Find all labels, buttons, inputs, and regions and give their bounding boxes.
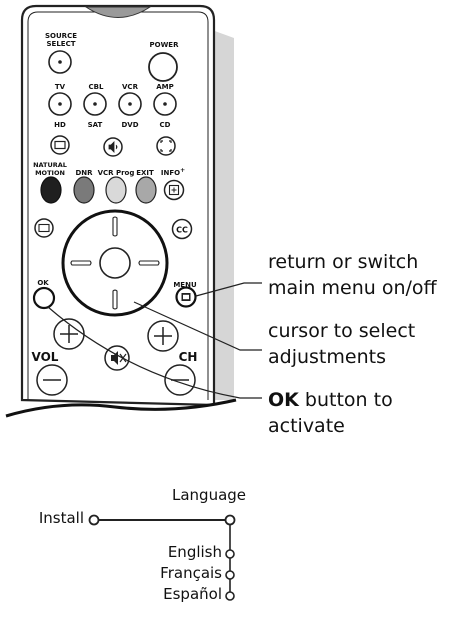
menu-tree-item-espanol: Español bbox=[163, 585, 222, 603]
volume-up-plus-icon bbox=[60, 325, 78, 343]
sat-label: SAT bbox=[88, 121, 103, 129]
menu-tree-root-label: Install bbox=[38, 509, 84, 527]
exit-button[interactable] bbox=[135, 176, 157, 204]
ok-callout-rest: button to bbox=[298, 389, 393, 411]
format-icon bbox=[54, 140, 66, 150]
ch-label: CH bbox=[179, 350, 198, 364]
menu-small-label: MENU bbox=[173, 281, 197, 289]
picture-icon bbox=[38, 223, 50, 233]
power-button[interactable] bbox=[148, 52, 178, 82]
menu-tree-item-english: English bbox=[167, 543, 222, 561]
zoom-icon bbox=[160, 140, 172, 152]
tv-label: TV bbox=[55, 83, 66, 91]
natural-motion-button[interactable] bbox=[40, 176, 62, 204]
cc-label: CC bbox=[176, 226, 188, 235]
amp-label: AMP bbox=[156, 83, 174, 91]
menu-callout-line-2: main menu on/off bbox=[268, 277, 437, 299]
cursor-callout-line bbox=[133, 301, 262, 351]
format-button[interactable] bbox=[50, 135, 70, 155]
ok-button[interactable] bbox=[32, 286, 56, 310]
hd-label: HD bbox=[54, 121, 66, 129]
menu-tree-header-label: Language bbox=[172, 486, 247, 504]
picture-button[interactable] bbox=[34, 218, 54, 238]
cursor-callout-line-1: cursor to select bbox=[268, 320, 416, 342]
cc-button[interactable] bbox=[171, 218, 193, 240]
vcr-label: VCR bbox=[122, 83, 139, 91]
natural-motion-label-2: MOTION bbox=[35, 169, 65, 177]
cursor-callout-line-2: adjustments bbox=[268, 346, 386, 368]
info-label-text: INFO bbox=[161, 169, 180, 177]
info-box-icon bbox=[168, 184, 180, 196]
remote-cut-mask bbox=[0, 400, 240, 460]
cursor-left-icon bbox=[70, 260, 92, 266]
info-plus-icon bbox=[171, 187, 177, 193]
tv-dot-icon bbox=[58, 102, 62, 106]
cd-label: CD bbox=[160, 121, 171, 129]
cursor-up-icon bbox=[112, 216, 118, 237]
cursor-center-ring bbox=[99, 247, 131, 279]
vcr-prog-label: VCR Prog bbox=[98, 169, 135, 177]
source-select-label-2: SELECT bbox=[47, 40, 76, 48]
vcr-prog-button[interactable] bbox=[105, 176, 127, 204]
source-select-label-1: SOURCE bbox=[45, 32, 77, 40]
power-label: POWER bbox=[150, 41, 180, 49]
zoom-button[interactable] bbox=[156, 136, 176, 156]
vcr-dot-icon bbox=[128, 102, 132, 106]
source-select-dot-icon bbox=[58, 60, 62, 64]
menu-screen-inner-icon bbox=[183, 294, 189, 300]
menu-tree-node-english bbox=[225, 549, 235, 559]
speaker-icon bbox=[108, 141, 118, 153]
ok-callout-bold: OK bbox=[268, 389, 299, 411]
menu-callout-line bbox=[195, 282, 262, 297]
cbl-dot-icon bbox=[93, 102, 97, 106]
vol-label: VOL bbox=[32, 350, 59, 364]
ok-callout-line-2: activate bbox=[268, 415, 345, 437]
menu-tree-item-francais: Français bbox=[160, 564, 222, 582]
ok-callout: OK button to activate bbox=[268, 387, 393, 439]
dnr-label: DNR bbox=[75, 169, 93, 177]
remote-shadow bbox=[212, 30, 234, 400]
cursor-right-icon bbox=[138, 260, 160, 266]
ok-callout-line bbox=[47, 306, 262, 399]
channel-up-plus-icon bbox=[154, 327, 172, 345]
menu-tree-node-francais bbox=[225, 570, 235, 580]
cursor-callout: cursor to select adjustments bbox=[268, 318, 415, 370]
remote-cut-edge bbox=[5, 398, 237, 418]
amp-dot-icon bbox=[163, 102, 167, 106]
menu-tree-root-node bbox=[88, 514, 100, 526]
menu-tree-node-espanol bbox=[225, 591, 235, 601]
cursor-down-icon bbox=[112, 289, 118, 310]
menu-tree-header-node bbox=[224, 514, 236, 526]
cbl-label: CBL bbox=[89, 83, 104, 91]
menu-callout-line-1: return or switch bbox=[268, 251, 419, 273]
info-label: INFO+ bbox=[161, 167, 185, 177]
remote-top-notch bbox=[84, 6, 152, 18]
info-label-sup: + bbox=[180, 167, 185, 174]
ok-small-label: OK bbox=[37, 279, 49, 287]
dvd-label: DVD bbox=[121, 121, 138, 129]
menu-callout: return or switch main menu on/off bbox=[268, 249, 437, 301]
natural-motion-label-1: NATURAL bbox=[33, 161, 67, 169]
ok-callout-line-1: OK button to bbox=[268, 387, 393, 413]
dnr-button[interactable] bbox=[73, 176, 95, 204]
exit-label: EXIT bbox=[136, 169, 154, 177]
